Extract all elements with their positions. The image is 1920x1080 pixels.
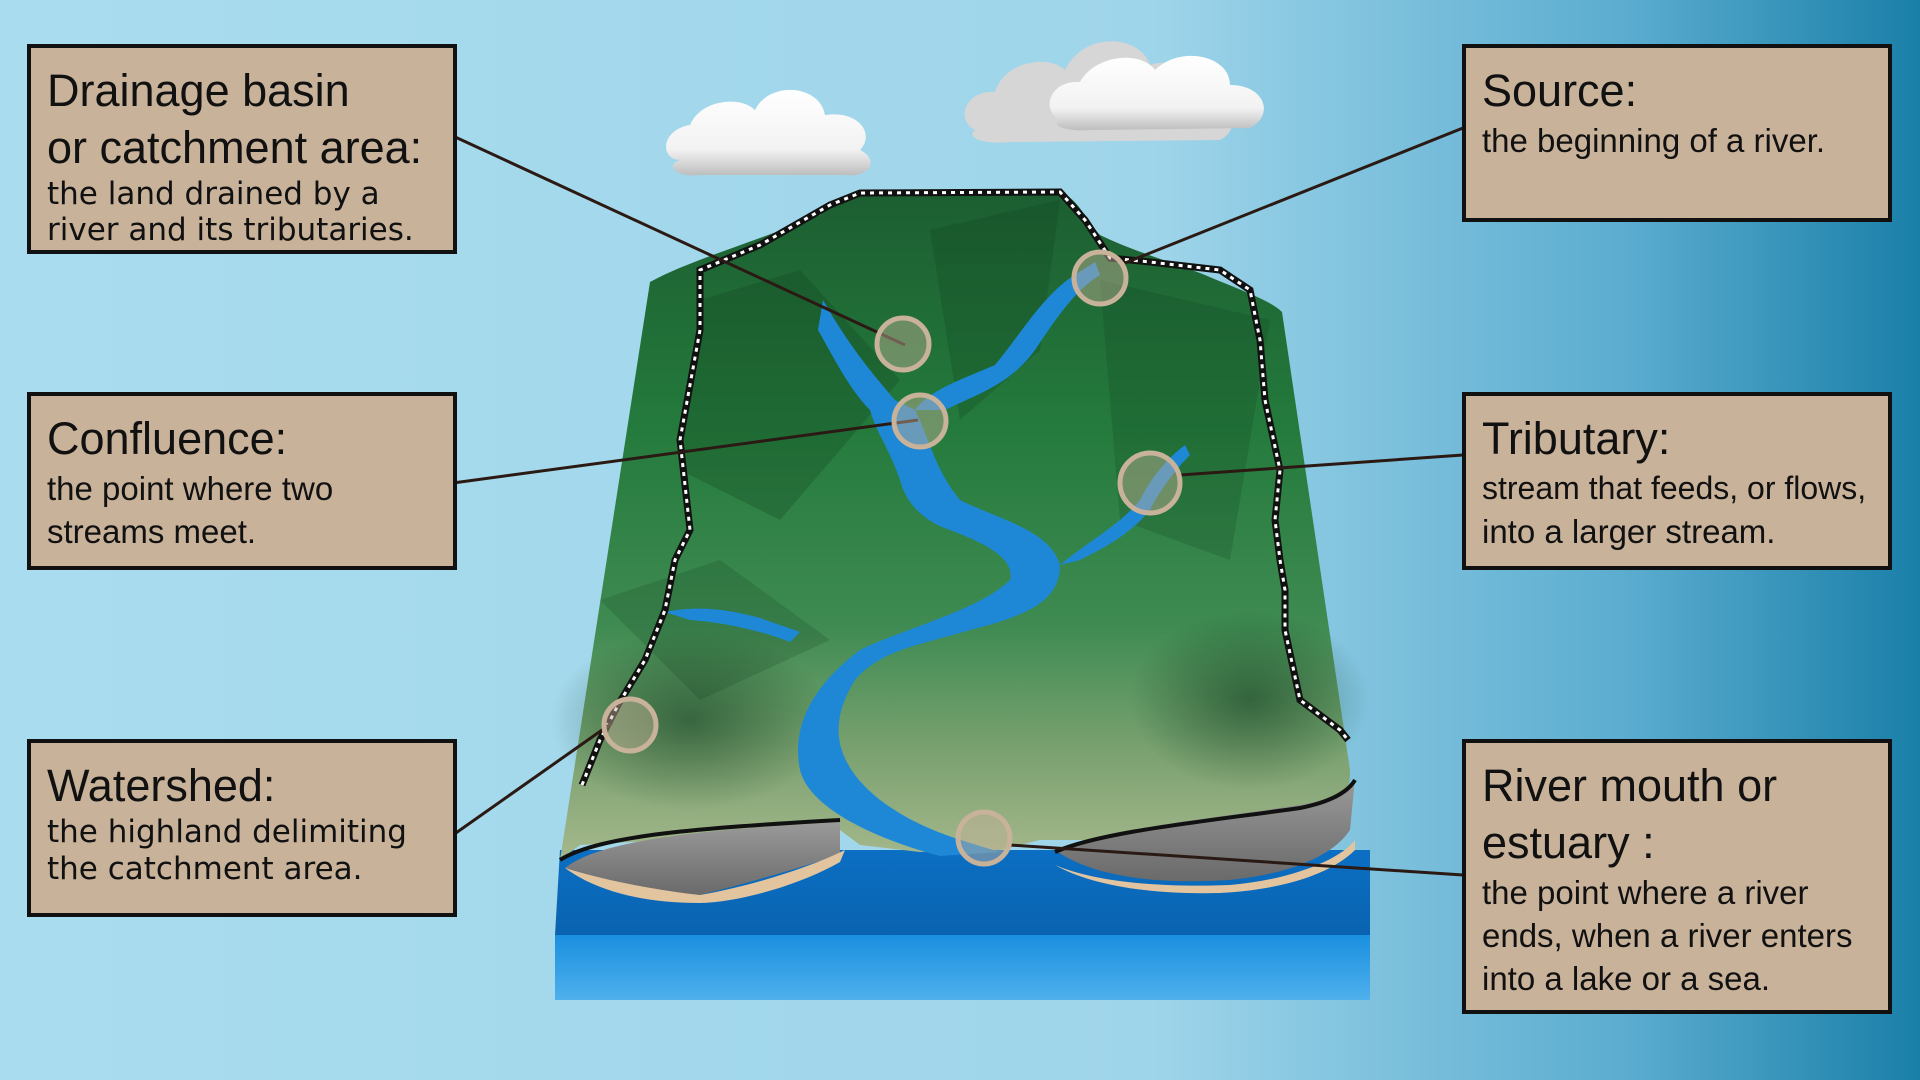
label-confluence: Confluence: the point where two streams … [27,392,457,570]
label-drainage-basin: Drainage basin or catchment area: the la… [27,44,457,254]
label-tributary: Tributary: stream that feeds, or flows, … [1462,392,1892,570]
mouth-desc-line3: into a lake or a sea. [1482,960,1771,997]
circle-marker-icon [601,696,659,754]
tributary-desc-line1: stream that feeds, or flows, [1482,470,1867,506]
circle-marker-icon [874,315,932,373]
circle-marker-icon [1071,249,1129,307]
confluence-desc-line1: the point where two [47,470,334,507]
drainage-title-line1: Drainage basin [47,65,350,116]
tributary-title: Tributary: [1482,413,1671,464]
label-source: Source: the beginning of a river. [1462,44,1892,222]
left-cliff [565,822,840,895]
confluence-title: Confluence: [47,413,288,464]
watershed-title: Watershed: [47,760,276,811]
drainage-desc-line1: the land drained by a [47,176,380,212]
source-desc-line1: the beginning of a river. [1482,122,1826,159]
tributary-stream-left [665,608,800,642]
drainage-title-line2: or catchment area: [47,122,423,173]
confluence-desc-line2: streams meet. [47,513,257,550]
watershed-boundary [578,188,1351,787]
mouth-desc-line1: the point where a river [1482,874,1809,911]
cloud-icon [666,89,871,176]
circle-marker-icon [1117,450,1183,516]
circle-marker-icon [891,392,949,450]
label-river-mouth: River mouth or estuary : the point where… [1462,739,1892,1014]
cloud-icon [964,41,1264,143]
tributary-stream [915,262,1100,410]
mouth-title-line1: River mouth or [1482,760,1778,811]
leader-lines [452,126,1464,877]
mouth-title-line2: estuary : [1482,817,1655,868]
right-cliff [1055,778,1355,882]
mouth-desc-line2: ends, when a river enters [1482,917,1853,954]
sea-front-face [555,935,1370,1000]
watershed-desc-line1: the highland delimiting [47,814,407,850]
drainage-desc-line2: river and its tributaries. [47,212,414,248]
main-river [798,300,1060,856]
label-watershed: Watershed: the highland delimiting the c… [27,739,457,917]
tributary-stream-right [1060,445,1190,565]
watershed-desc-line2: the catchment area. [47,851,363,887]
source-title: Source: [1482,65,1638,116]
tributary-desc-line2: into a larger stream. [1482,513,1776,550]
circle-marker-icon [955,809,1013,867]
